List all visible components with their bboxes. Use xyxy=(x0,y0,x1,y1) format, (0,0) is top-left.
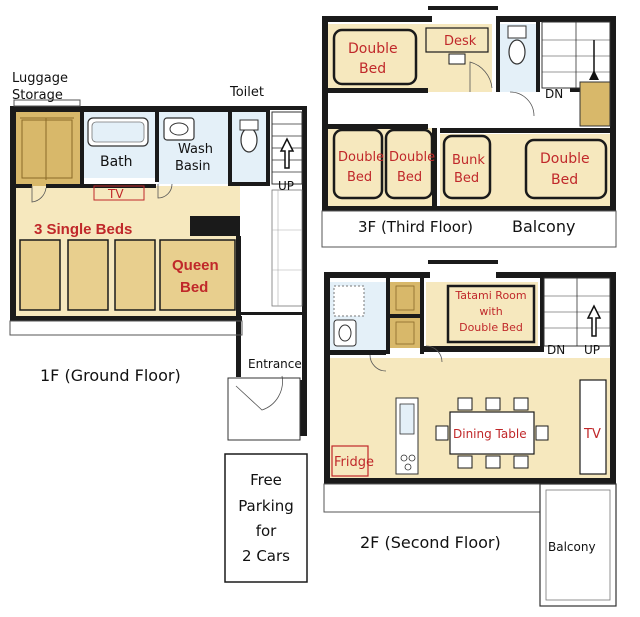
parking-box: Free Parking for 2 Cars xyxy=(224,453,308,583)
third-twin-bed-left xyxy=(332,128,384,200)
queen-bed-label-line1: Queen xyxy=(172,257,219,274)
second-balcony-label: Balcony xyxy=(548,540,596,554)
stove-burner xyxy=(400,454,408,462)
tatami-label-line3: Double Bed xyxy=(459,321,523,334)
dining-chair xyxy=(435,425,449,441)
third-double-bed-rear-label-line2: Bed xyxy=(551,172,578,188)
queen-bed-label-line2: Bed xyxy=(180,279,208,296)
second-up-label: UP xyxy=(584,343,600,357)
parking-line4: 2 Cars xyxy=(242,547,290,565)
ground-floor: Luggage Storage Toilet Bath Wash Basin T… xyxy=(9,71,307,441)
ground-tv xyxy=(93,185,145,201)
stove-burner xyxy=(404,463,412,471)
second-staircase xyxy=(543,277,611,347)
dining-chair xyxy=(513,455,529,469)
desk-chair xyxy=(448,53,466,65)
dining-chair xyxy=(457,397,473,411)
stairs-up-arrow-icon xyxy=(279,137,295,169)
wash-basin-sink xyxy=(163,117,195,141)
bath-label: Bath xyxy=(100,154,133,170)
third-staircase xyxy=(541,21,611,89)
entrance-porch xyxy=(227,377,301,441)
second-floor-title: 2F (Second Floor) xyxy=(360,533,501,552)
toilet-label: Toilet xyxy=(229,85,264,100)
third-double-bed-front-label-line1: Double xyxy=(348,41,398,57)
third-twin-bed-left-label-line2: Bed xyxy=(347,170,372,185)
parking-line3: for xyxy=(256,522,277,540)
third-double-bed-front-label-line2: Bed xyxy=(359,61,386,77)
dining-chair xyxy=(485,455,501,469)
luggage-closet xyxy=(21,119,73,179)
third-double-bed-rear-label-line1: Double xyxy=(540,151,590,167)
third-twin-bed-right-label-line1: Double xyxy=(389,150,435,165)
tatami-double-bed xyxy=(446,284,536,344)
third-toilet-bowl xyxy=(508,39,526,65)
washing-machine-space xyxy=(333,285,365,317)
tatami-label-line2: with xyxy=(479,305,502,318)
third-twin-bed-right-label-line2: Bed xyxy=(397,170,422,185)
tatami-label-line1: Tatami Room xyxy=(454,289,526,302)
parking-line1: Free xyxy=(250,471,282,489)
wash-basin-label-line2: Basin xyxy=(175,159,211,174)
dining-chair xyxy=(485,397,501,411)
bunk-bed-label-line1: Bunk xyxy=(452,153,485,168)
second-stairs-up-arrow-icon xyxy=(586,304,602,337)
dining-chair xyxy=(535,425,549,441)
second-tv-label: TV xyxy=(583,427,601,442)
luggage-label-line1: Luggage xyxy=(12,71,68,86)
third-hall xyxy=(430,92,570,128)
third-balcony-label: Balcony xyxy=(512,217,575,236)
dining-table xyxy=(449,411,535,455)
stove-burner xyxy=(408,454,416,462)
second-dn-label: DN xyxy=(547,343,565,357)
third-double-bed-front xyxy=(332,28,418,86)
ground-tv-label: TV xyxy=(107,187,124,201)
third-dn-label: DN xyxy=(545,87,563,101)
second-floor: Tatami Room with Double Bed DN UP Dining… xyxy=(323,260,617,607)
ground-staircase xyxy=(271,111,303,307)
toilet-bowl xyxy=(240,127,258,153)
third-floor: Double Bed Desk Double Bed Double Bed Bu… xyxy=(321,6,617,248)
fridge-label: Fridge xyxy=(334,455,374,470)
entrance-label: Entrance xyxy=(248,357,302,371)
second-balcony xyxy=(539,483,617,607)
third-double-bed-rear xyxy=(524,138,608,200)
ground-floor-title: 1F (Ground Floor) xyxy=(40,366,181,385)
dining-chair xyxy=(513,397,529,411)
third-twin-bed-right xyxy=(384,128,434,200)
third-floor-title: 3F (Third Floor) xyxy=(358,218,473,236)
dining-chair xyxy=(457,455,473,469)
second-tv-unit xyxy=(579,379,607,475)
desk xyxy=(425,27,489,53)
bunk-bed xyxy=(442,134,492,200)
bunk-bed-label-line2: Bed xyxy=(454,171,479,186)
luggage-label-line2: Storage xyxy=(12,88,63,103)
desk-label: Desk xyxy=(444,34,477,49)
third-twin-bed-left-label-line1: Double xyxy=(338,150,384,165)
single-bed xyxy=(19,239,61,311)
wash-basin-label-line1: Wash xyxy=(178,142,213,157)
kitchen-sink xyxy=(399,403,415,435)
single-beds-label: 3 Single Beds xyxy=(34,221,132,238)
third-closet xyxy=(579,81,611,127)
second-sink xyxy=(333,319,357,347)
second-closet-lower xyxy=(390,318,420,348)
parking-line2: Parking xyxy=(238,497,294,515)
stairs-down-arrow-icon xyxy=(589,70,599,80)
second-closet-upper xyxy=(390,282,420,316)
single-bed xyxy=(114,239,156,311)
ground-up-label: UP xyxy=(278,179,294,193)
queen-bed xyxy=(159,239,236,311)
luggage-storage-room xyxy=(14,112,84,186)
dining-table-label: Dining Table xyxy=(453,427,527,441)
fridge xyxy=(331,445,369,477)
single-bed xyxy=(67,239,109,311)
